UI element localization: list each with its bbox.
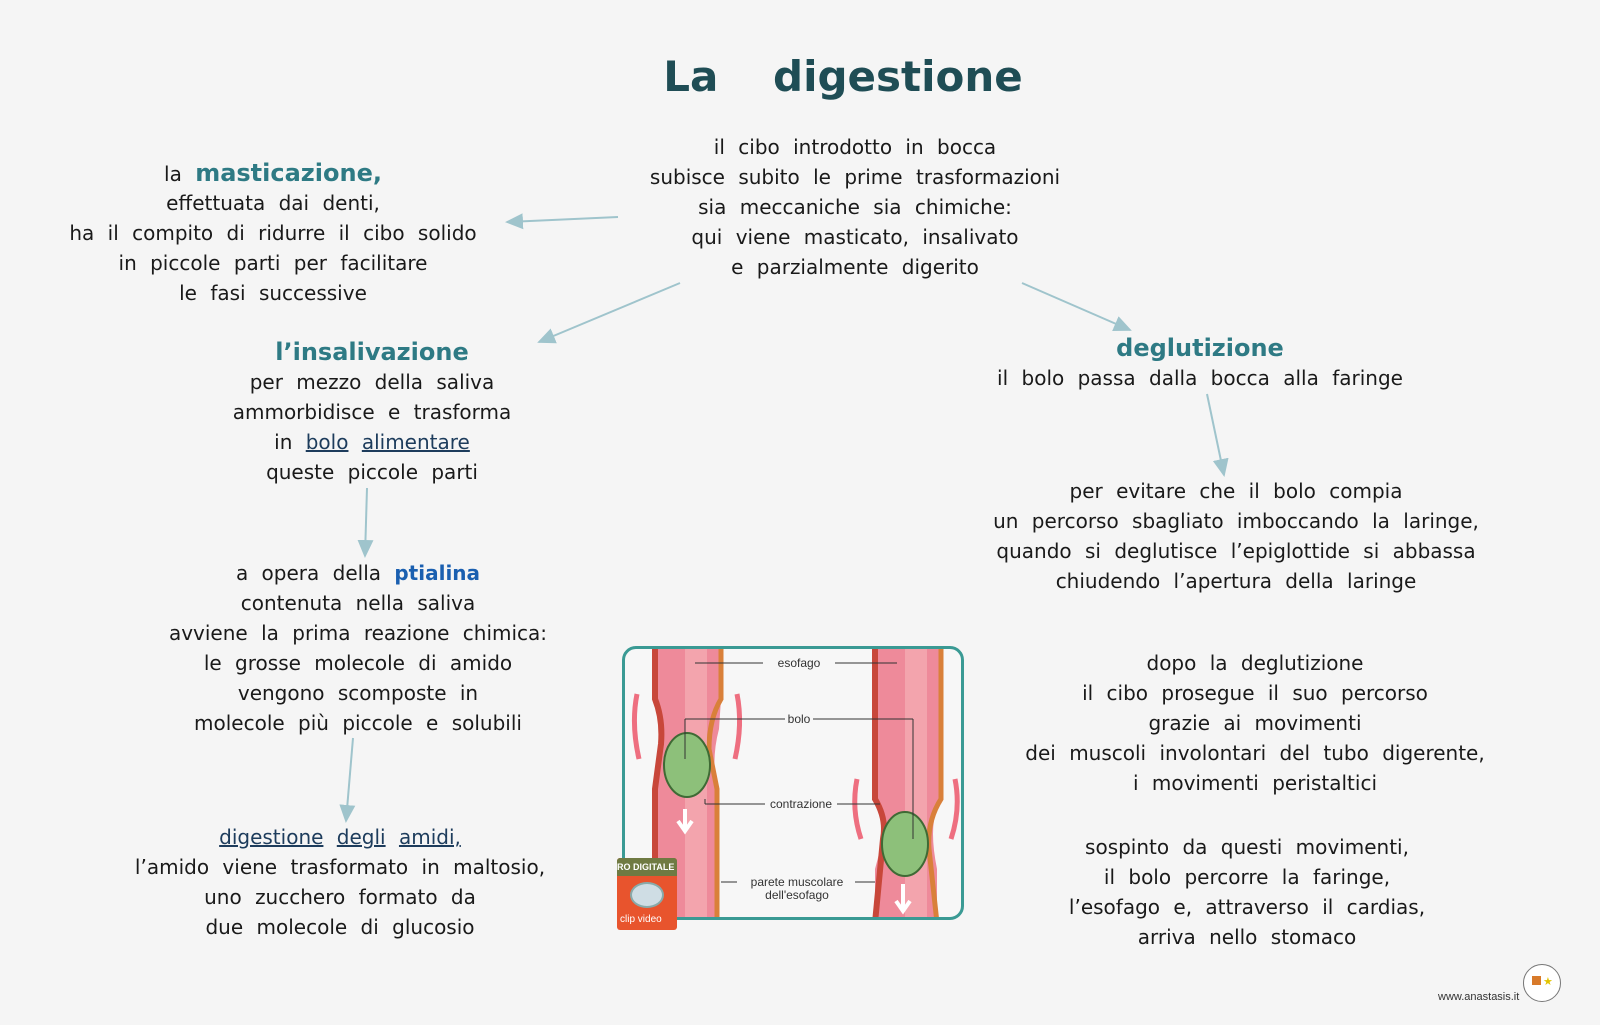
masticazione-block: la masticazione, effettuata dai denti, h… xyxy=(69,158,476,308)
text-line: per mezzo della saliva xyxy=(249,370,495,394)
text-line: uno zucchero formato da xyxy=(204,885,476,909)
text-line: le fasi successive xyxy=(179,281,367,305)
label-contrazione: contrazione xyxy=(770,797,832,811)
label-parete-2: dell'esofago xyxy=(765,888,829,902)
text-line: l’esofago e, attraverso il cardias, xyxy=(1068,895,1426,919)
esophagus-diagram: esofago bolo contrazione parete muscolar… xyxy=(622,646,964,920)
text-line: il cibo introdotto in bocca xyxy=(713,135,997,159)
text-line: ha il compito di ridurre il cibo solido xyxy=(69,221,477,245)
masticazione-term: masticazione, xyxy=(195,159,382,187)
intro-block: il cibo introdotto in bocca subisce subi… xyxy=(650,132,1060,282)
text-line: due molecole di glucosio xyxy=(205,915,475,939)
text-line: in bolo alimentare xyxy=(233,427,512,457)
cd-icon xyxy=(630,882,664,908)
text-line: avviene la prima reazione chimica: xyxy=(168,621,548,645)
arrow-to-epiglottide xyxy=(1206,393,1229,477)
text-line: dopo la deglutizione xyxy=(1146,651,1364,675)
text-line: i movimenti peristaltici xyxy=(1132,771,1378,795)
sospinto-block: sospinto da questi movimenti, il bolo pe… xyxy=(1069,832,1425,952)
contraction-arrows xyxy=(631,693,960,840)
text-line: ammorbidisce e trasforma xyxy=(232,400,512,424)
text-line: grazie ai movimenti xyxy=(1148,711,1362,735)
esophagus-tube-right xyxy=(872,649,944,917)
text-line: l’amido viene trasformato in maltosio, xyxy=(134,855,546,879)
epiglottide-block: per evitare che il bolo compia un percor… xyxy=(993,476,1479,596)
text-line: a opera della ptialina xyxy=(169,558,547,588)
badge-caption: clip video xyxy=(620,914,662,925)
deglutizione-heading: deglutizione xyxy=(1116,334,1284,362)
peristalsi-block: dopo la deglutizione il cibo prosegue il… xyxy=(1025,648,1484,798)
ptialina-term: ptialina xyxy=(394,561,481,585)
text: a opera della xyxy=(235,561,382,585)
text-line: vengono scomposte in xyxy=(237,681,479,705)
digestione-link[interactable]: digestione xyxy=(219,825,324,849)
text-line: quando si deglutisce l’epiglottide si ab… xyxy=(996,539,1476,563)
arrow-to-amidi xyxy=(339,737,356,823)
insalivazione-heading: l’insalivazione xyxy=(275,338,469,366)
label-esofago: esofago xyxy=(778,656,821,670)
badge-label: RO DIGITALE xyxy=(617,858,677,876)
text-line: molecole più piccole e solubili xyxy=(194,711,522,735)
arrow-to-insalivazione xyxy=(537,282,681,344)
text-line: chiudendo l’apertura della laringe xyxy=(1055,569,1417,593)
text-line: dei muscoli involontari del tubo digeren… xyxy=(1025,741,1485,765)
text-line: sospinto da questi movimenti, xyxy=(1085,835,1409,859)
label-bolo: bolo xyxy=(788,712,811,726)
text-line: e parzialmente digerito xyxy=(731,255,979,279)
text-line: per evitare che il bolo compia xyxy=(1069,479,1403,503)
text-line: arriva nello stomaco xyxy=(1137,925,1357,949)
insalivazione-block: l’insalivazione per mezzo della saliva a… xyxy=(233,337,512,487)
text-line: il bolo passa dalla bocca alla faringe xyxy=(997,366,1403,390)
bolo-link[interactable]: bolo xyxy=(305,430,349,454)
degli-link[interactable]: degli xyxy=(336,825,386,849)
text-line: un percorso sbagliato imboccando la lari… xyxy=(993,509,1479,533)
text-line: effettuata dai denti, xyxy=(166,191,380,215)
text-line: il cibo prosegue il suo percorso xyxy=(1082,681,1428,705)
label-parete: parete muscolare xyxy=(751,875,844,889)
text-line: la masticazione, xyxy=(69,158,476,188)
amidi-block: digestione degli amidi, l’amido viene tr… xyxy=(135,822,545,942)
esophagus-tube-left xyxy=(652,649,724,917)
text-line: queste piccole parti xyxy=(266,460,478,484)
arrow-to-ptialina xyxy=(357,487,374,558)
text-line: sia meccaniche sia chimiche: xyxy=(698,195,1012,219)
text-line: in piccole parti per facilitare xyxy=(118,251,428,275)
text-line: subisce subito le prime trasformazioni xyxy=(649,165,1061,189)
clip-video-badge[interactable]: RO DIGITALE clip video xyxy=(617,858,677,930)
text-line: qui viene masticato, insalivato xyxy=(691,225,1019,249)
amidi-link[interactable]: amidi, xyxy=(398,825,461,849)
text-line: il bolo percorre la faringe, xyxy=(1103,865,1391,889)
text-line: digestione degli amidi, xyxy=(135,822,545,852)
text-line: le grosse molecole di amido xyxy=(203,651,513,675)
page-title: La digestione xyxy=(663,52,1023,101)
alimentare-link[interactable]: alimentare xyxy=(361,430,470,454)
text: la xyxy=(164,162,182,186)
ptialina-block: a opera della ptialina contenuta nella s… xyxy=(169,558,547,738)
supermappe-logo: ★ xyxy=(1523,964,1561,1002)
text-line: contenuta nella saliva xyxy=(240,591,476,615)
text: in xyxy=(274,430,293,454)
site-url[interactable]: www.anastasis.it xyxy=(1438,991,1520,1003)
deglutizione-block: deglutizione il bolo passa dalla bocca a… xyxy=(997,333,1403,393)
arrow-to-masticazione xyxy=(505,213,619,230)
arrow-to-deglutizione xyxy=(1021,282,1132,331)
